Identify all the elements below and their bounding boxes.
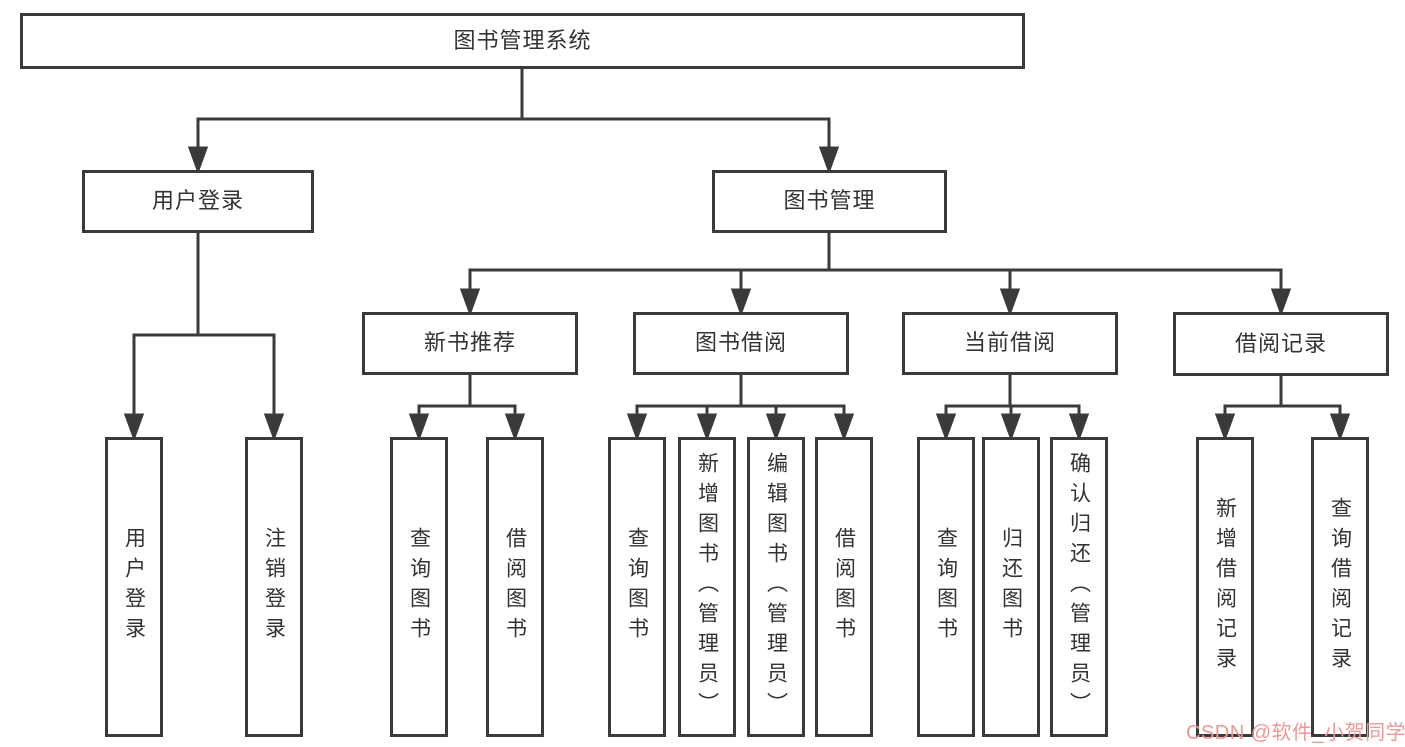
leaf-logout-login: 注销登录 bbox=[245, 437, 303, 737]
leaf-borrow-add-book-admin: 新增图书（管理员） bbox=[678, 437, 736, 737]
node-user-login: 用户登录 bbox=[82, 170, 314, 233]
leaf-newbook-query-book: 查询图书 bbox=[390, 437, 448, 737]
leaf-current-confirm-return-admin: 确认归还（管理员） bbox=[1050, 437, 1108, 737]
node-borrow-record: 借阅记录 bbox=[1173, 312, 1389, 376]
leaf-borrow-query-book: 查询图书 bbox=[608, 437, 666, 737]
csdn-watermark: CSDN @软件_小贺同学 bbox=[1186, 722, 1405, 744]
leaf-borrow-borrow-book: 借阅图书 bbox=[815, 437, 873, 737]
leaf-current-return-book: 归还图书 bbox=[982, 437, 1040, 737]
node-book-borrow: 图书借阅 bbox=[633, 312, 849, 375]
node-library-system: 图书管理系统 bbox=[20, 13, 1025, 69]
leaf-record-add-borrow-record: 新增借阅记录 bbox=[1196, 437, 1254, 737]
node-current-borrow: 当前借阅 bbox=[902, 312, 1118, 375]
leaf-newbook-borrow-book: 借阅图书 bbox=[486, 437, 544, 737]
leaf-current-query-book: 查询图书 bbox=[917, 437, 975, 737]
leaf-record-query-borrow-record: 查询借阅记录 bbox=[1311, 437, 1369, 737]
node-new-book-recommend: 新书推荐 bbox=[362, 312, 578, 375]
leaf-borrow-edit-book-admin: 编辑图书（管理员） bbox=[747, 437, 805, 737]
node-book-management: 图书管理 bbox=[712, 170, 947, 233]
leaf-user-login: 用户登录 bbox=[105, 437, 163, 737]
